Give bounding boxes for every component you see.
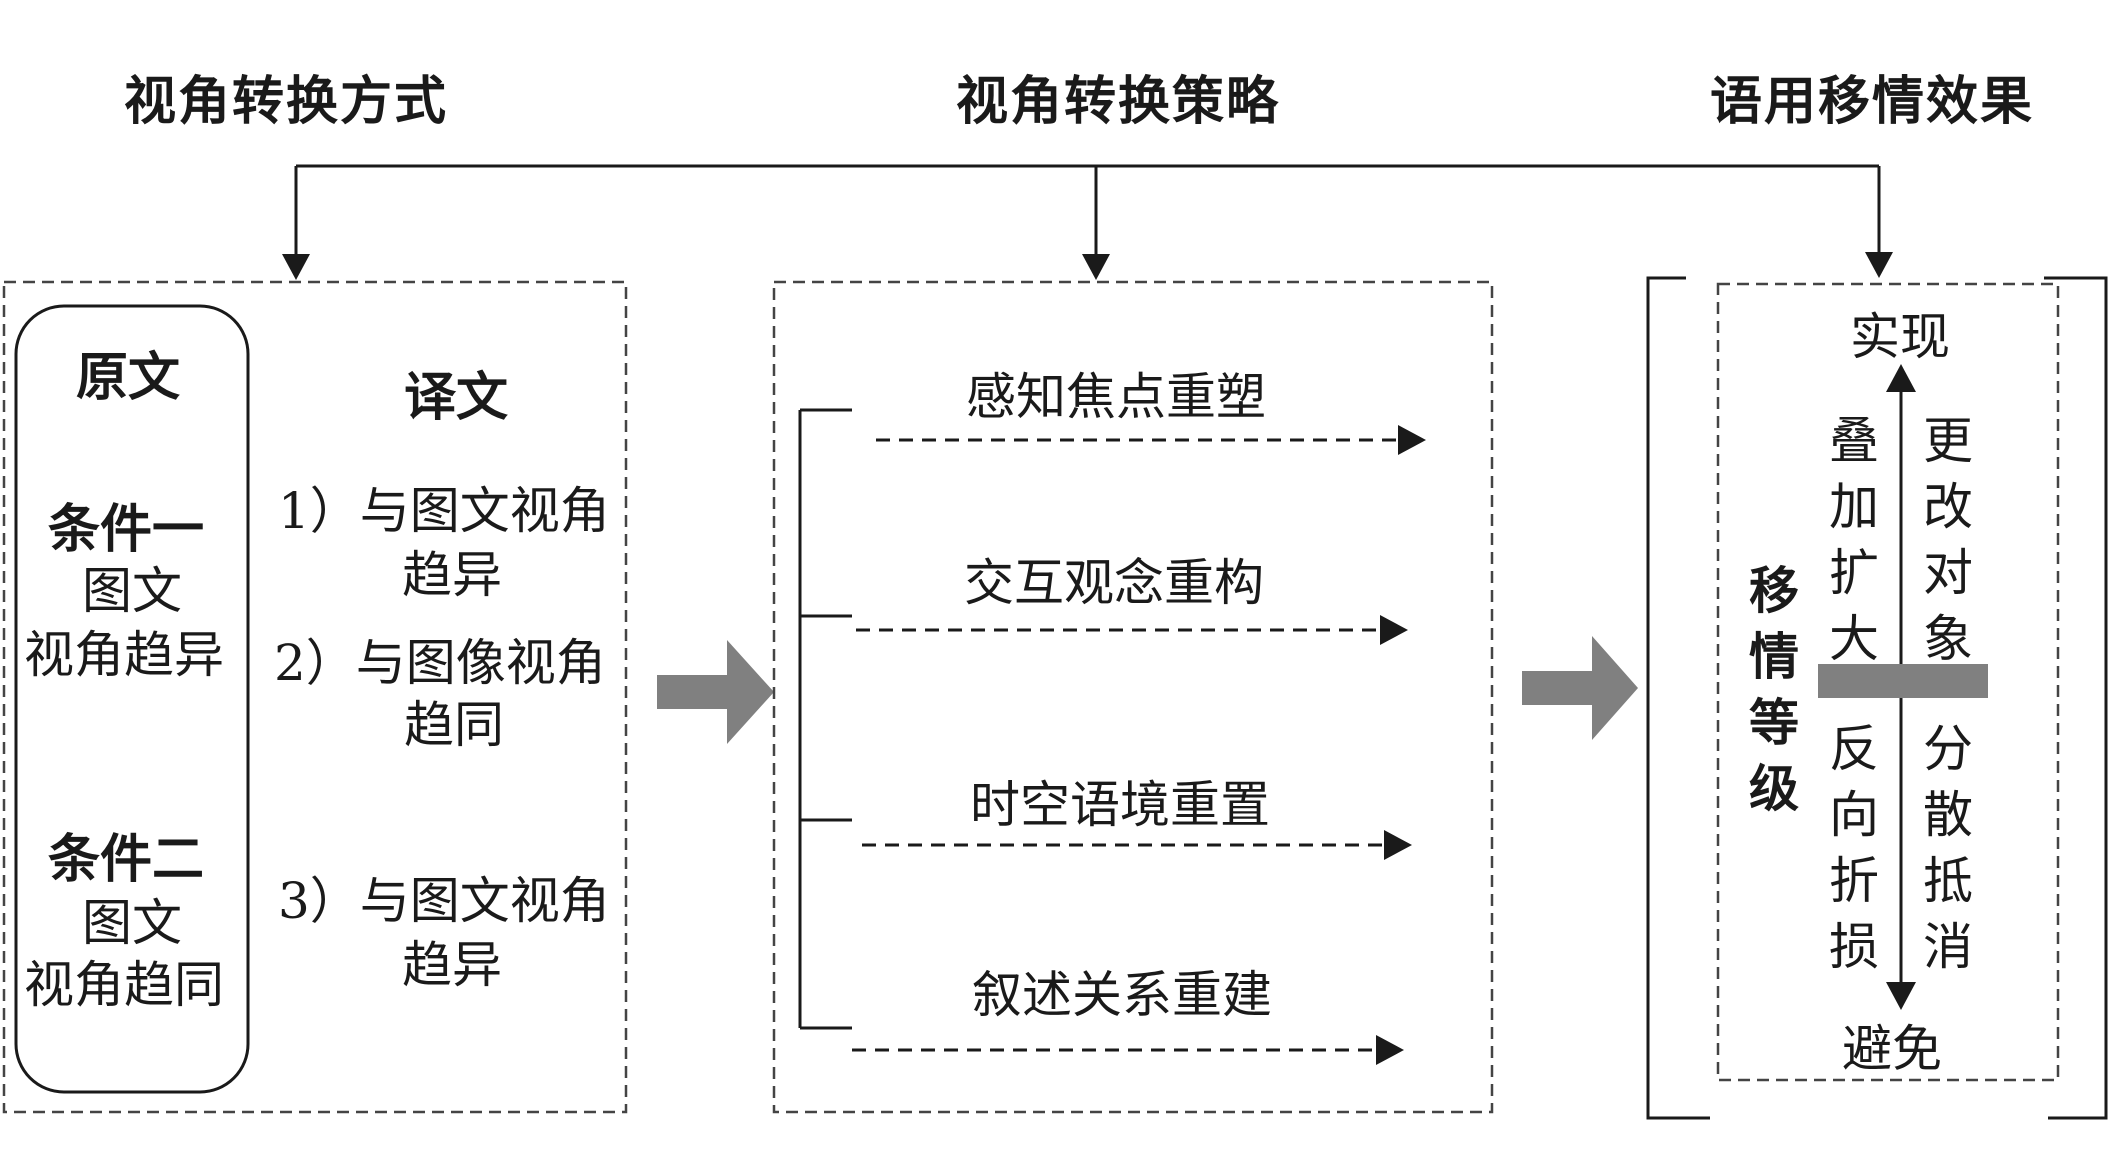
drop-arrow-strategy	[1082, 254, 1110, 280]
panel-mode-frame	[2, 280, 628, 1114]
strategy-arrowhead-1	[1398, 425, 1426, 455]
source-title: 原文	[76, 347, 181, 408]
lower-right-label: 分散抵消	[1923, 720, 1973, 976]
target-1-line-1: 1）与图文视角	[278, 482, 610, 540]
panel-effect-frame	[1716, 282, 2060, 1082]
effect-right-bracket	[2044, 276, 2108, 1120]
strategy-label-2: 交互观念重构	[964, 554, 1264, 612]
condition-1-title: 条件一	[48, 499, 205, 560]
strategy-label-1: 感知焦点重塑	[966, 368, 1266, 426]
strategy-arrowhead-3	[1384, 830, 1412, 860]
flow-arrow-2	[1522, 636, 1638, 740]
target-2-line-1: 2）与图像视角	[274, 634, 606, 692]
scale-bottom-label: 避免	[1842, 1020, 1942, 1078]
source-rounded-box	[14, 304, 250, 1094]
drop-arrow-mode	[282, 254, 310, 280]
strategy-label-4: 叙述关系重建	[972, 966, 1272, 1024]
strategy-arrowhead-4	[1376, 1035, 1404, 1065]
condition-2-title: 条件二	[48, 829, 205, 890]
condition-2-line-1: 图文	[82, 894, 182, 952]
header-strategy: 视角转换策略	[956, 71, 1281, 132]
condition-2-line-2: 视角趋同	[24, 956, 224, 1014]
condition-1-line-2: 视角趋异	[24, 626, 224, 684]
target-3-line-1: 3）与图文视角	[278, 872, 610, 930]
strategy-label-3: 时空语境重置	[970, 776, 1270, 834]
strategy-arrowhead-2	[1380, 615, 1408, 645]
axis-up-arrowhead	[1886, 364, 1916, 392]
effect-left-bracket	[1646, 276, 1710, 1120]
target-title: 译文	[404, 367, 509, 428]
drop-arrow-effect	[1865, 252, 1893, 278]
target-3-line-2: 趋异	[402, 936, 502, 994]
axis-down-arrowhead	[1886, 982, 1916, 1010]
target-2-line-2: 趋同	[404, 696, 504, 754]
panel-strategy-frame	[772, 280, 1494, 1114]
scale-top-label: 实现	[1850, 308, 1950, 366]
upper-left-label: 叠加扩大	[1829, 412, 1879, 668]
lower-left-label: 反向折损	[1829, 720, 1879, 976]
empathy-scale-bar	[1818, 664, 1988, 698]
upper-right-label: 更改对象	[1923, 412, 1973, 668]
empathy-level-label: 移情等级	[1749, 561, 1799, 818]
target-1-line-2: 趋异	[402, 546, 502, 604]
flow-arrow-1	[657, 640, 774, 744]
header-mode: 视角转换方式	[124, 71, 449, 132]
condition-1-line-1: 图文	[82, 562, 182, 620]
header-effect: 语用移情效果	[1710, 71, 2035, 132]
